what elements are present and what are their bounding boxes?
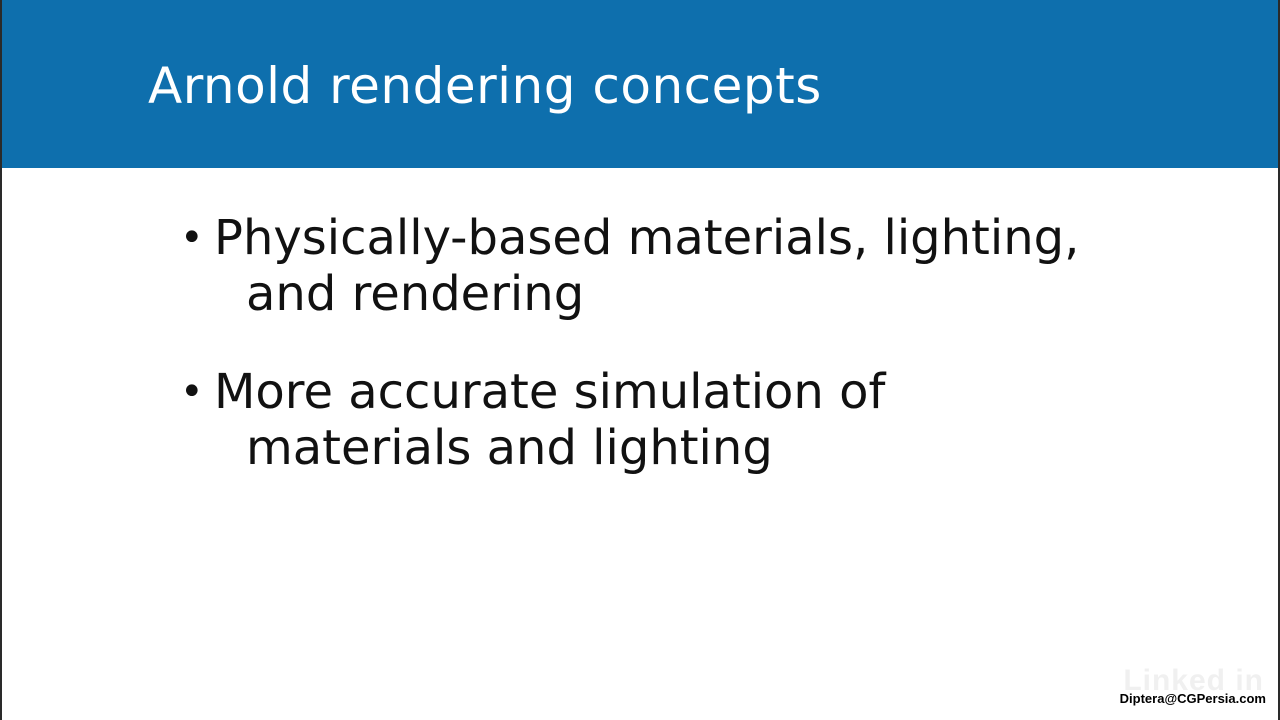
bullet-dot-icon: •: [180, 369, 204, 415]
bullet-item-1: • Physically-based materials, lighting, …: [172, 210, 1172, 322]
bullet-item-2: • More accurate simulation of materials …: [172, 364, 1172, 476]
bullet-list: • Physically-based materials, lighting, …: [172, 210, 1172, 518]
bullet-2-line-2: materials and lighting: [246, 420, 773, 476]
bullet-2-line-1: More accurate simulation of: [214, 364, 886, 420]
credit-overlay: Diptera@CGPersia.com: [1119, 691, 1266, 706]
title-bar: Arnold rendering concepts: [2, 0, 1278, 168]
bullet-dot-icon: •: [180, 215, 204, 261]
bullet-1-line-1: Physically-based materials, lighting,: [214, 210, 1080, 266]
slide-title: Arnold rendering concepts: [148, 57, 822, 115]
linkedin-logo-watermark: Linked in: [1123, 664, 1264, 697]
bullet-1-line-2: and rendering: [246, 266, 585, 322]
